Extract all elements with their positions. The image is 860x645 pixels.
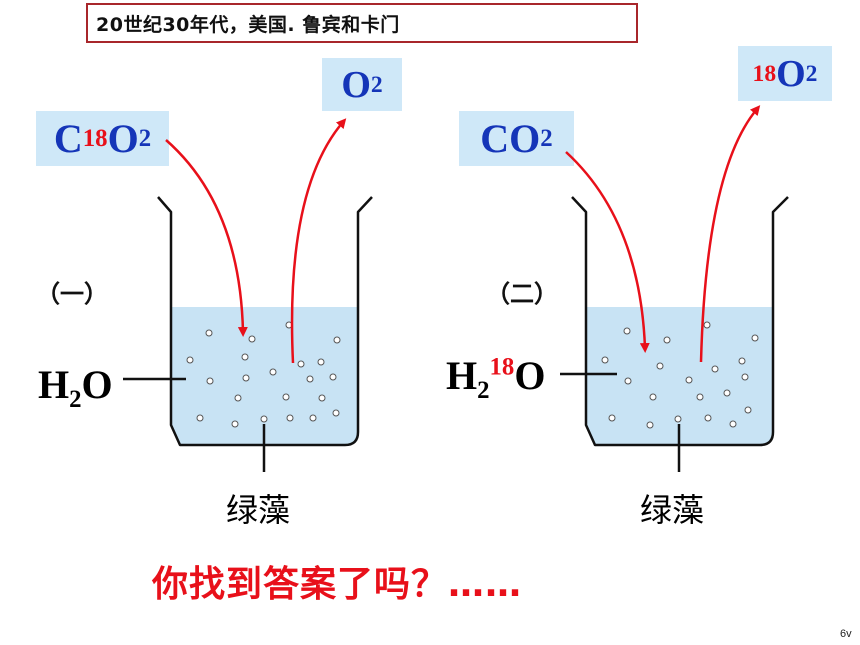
beaker2-bubbles (601, 321, 759, 429)
beaker1-outline (157, 196, 373, 447)
experiment2-output-arrow (699, 105, 761, 363)
beaker2-outline (571, 196, 789, 447)
beaker2-water (586, 307, 773, 445)
question-text: 你找到答案了吗？…… (152, 564, 523, 605)
experiment1-water-label: H2O (38, 362, 113, 413)
experiment2-algae-label: 绿藻 (640, 491, 705, 529)
experiment2-input-arrow (565, 151, 650, 353)
title-text: 20世纪30年代，美国. 鲁宾和卡门 (96, 13, 400, 36)
experiment1-input-arrow (165, 139, 248, 337)
experiment1-output-arrow (290, 118, 347, 364)
experiment1-algae-label: 绿藻 (226, 491, 291, 529)
beaker1-bubbles (186, 321, 341, 428)
title-box: 20世纪30年代，美国. 鲁宾和卡门 (86, 3, 638, 43)
experiment1-label: （一） (36, 280, 108, 308)
page-number: 6v (840, 628, 852, 640)
beaker1-water (171, 307, 358, 445)
experiment2-water-label: H218O (446, 353, 546, 404)
experiment2-label: （二） (486, 280, 558, 308)
